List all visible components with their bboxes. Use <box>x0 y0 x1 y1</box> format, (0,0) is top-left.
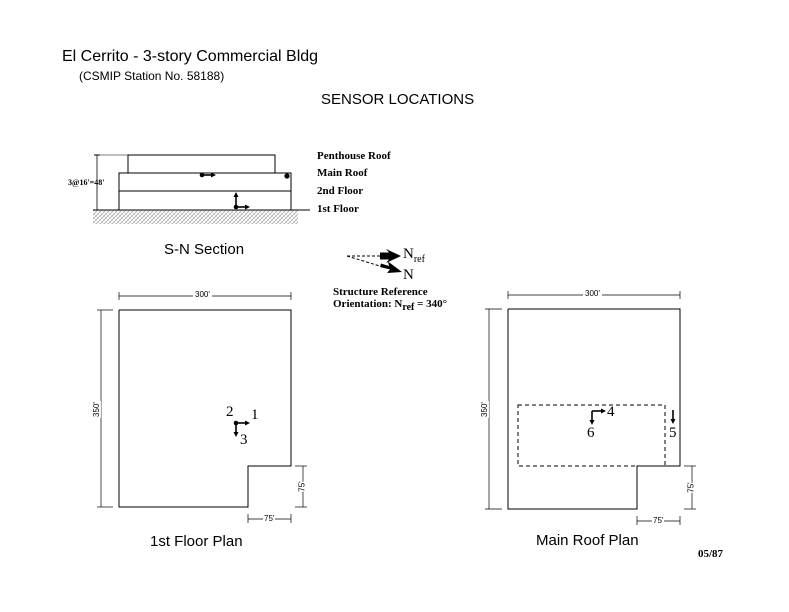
sensor-locations-heading: SENSOR LOCATIONS <box>321 91 475 108</box>
orientation-prefix: Orientation: N <box>333 298 403 310</box>
sensor-2-label: 2 <box>226 404 234 420</box>
level-1st-floor: 1st Floor <box>317 203 359 215</box>
nref-subscript: ref <box>413 254 425 265</box>
orientation-subscript: ref <box>402 302 415 314</box>
orientation-line-2: Orientation: Nref = 340° <box>333 298 447 313</box>
first-floor-notch-v-dim: 75' <box>297 481 307 492</box>
roof-sensor-arrows-4-6 <box>589 408 606 425</box>
first-floor-width-dim: 300' <box>193 290 212 299</box>
sensor-5-label: 5 <box>669 425 677 441</box>
section-sensor-roof <box>199 172 216 178</box>
nref-label: Nref <box>403 246 425 265</box>
first-floor-plan-caption: 1st Floor Plan <box>150 533 243 550</box>
roof-notch-h-dim: 75' <box>652 516 665 525</box>
first-floor-outline <box>97 292 307 523</box>
station-number: (CSMIP Station No. 58188) <box>79 69 225 83</box>
sensor-1-label: 1 <box>251 407 259 423</box>
roof-notch-v-dim: 75' <box>686 482 696 493</box>
section-sensor-first-floor <box>233 192 250 210</box>
main-roof-outline <box>485 291 696 525</box>
sn-section <box>93 154 310 224</box>
sensor-3-label: 3 <box>240 432 248 448</box>
orientation-line-1: Structure Reference <box>333 286 428 298</box>
sensor-6-label: 6 <box>587 425 595 441</box>
section-height-dim: 3@16'=48' <box>68 178 105 187</box>
orientation-value: = 340° <box>414 298 448 310</box>
nref-arrow-icon <box>380 249 401 263</box>
nref-letter: N <box>403 246 414 262</box>
drawing-title: El Cerrito - 3-story Commercial Bldg <box>62 48 319 65</box>
first-floor-notch-h-dim: 75' <box>263 514 276 523</box>
section-sensor-roof-vertical <box>284 173 290 179</box>
first-floor-height-dim: 350' <box>91 401 101 418</box>
orientation-arrows <box>346 249 402 273</box>
drawing-date: 05/87 <box>698 548 724 560</box>
roof-width-dim: 300' <box>583 289 602 298</box>
first-floor-sensor-arrows <box>233 420 250 437</box>
roof-height-dim: 350' <box>479 401 489 418</box>
level-penthouse-roof: Penthouse Roof <box>317 150 391 162</box>
sn-section-caption: S-N Section <box>164 241 245 258</box>
sensor-4-label: 4 <box>607 404 615 420</box>
main-roof-plan-caption: Main Roof Plan <box>536 532 639 549</box>
penthouse-outline <box>517 404 666 467</box>
ground-hatch <box>93 210 298 224</box>
level-main-roof: Main Roof <box>317 167 368 179</box>
penthouse <box>127 154 276 174</box>
north-label: N <box>403 267 414 283</box>
roof-sensor-arrow-5 <box>670 410 676 424</box>
north-arrow-icon <box>380 261 402 273</box>
level-2nd-floor: 2nd Floor <box>317 185 364 197</box>
